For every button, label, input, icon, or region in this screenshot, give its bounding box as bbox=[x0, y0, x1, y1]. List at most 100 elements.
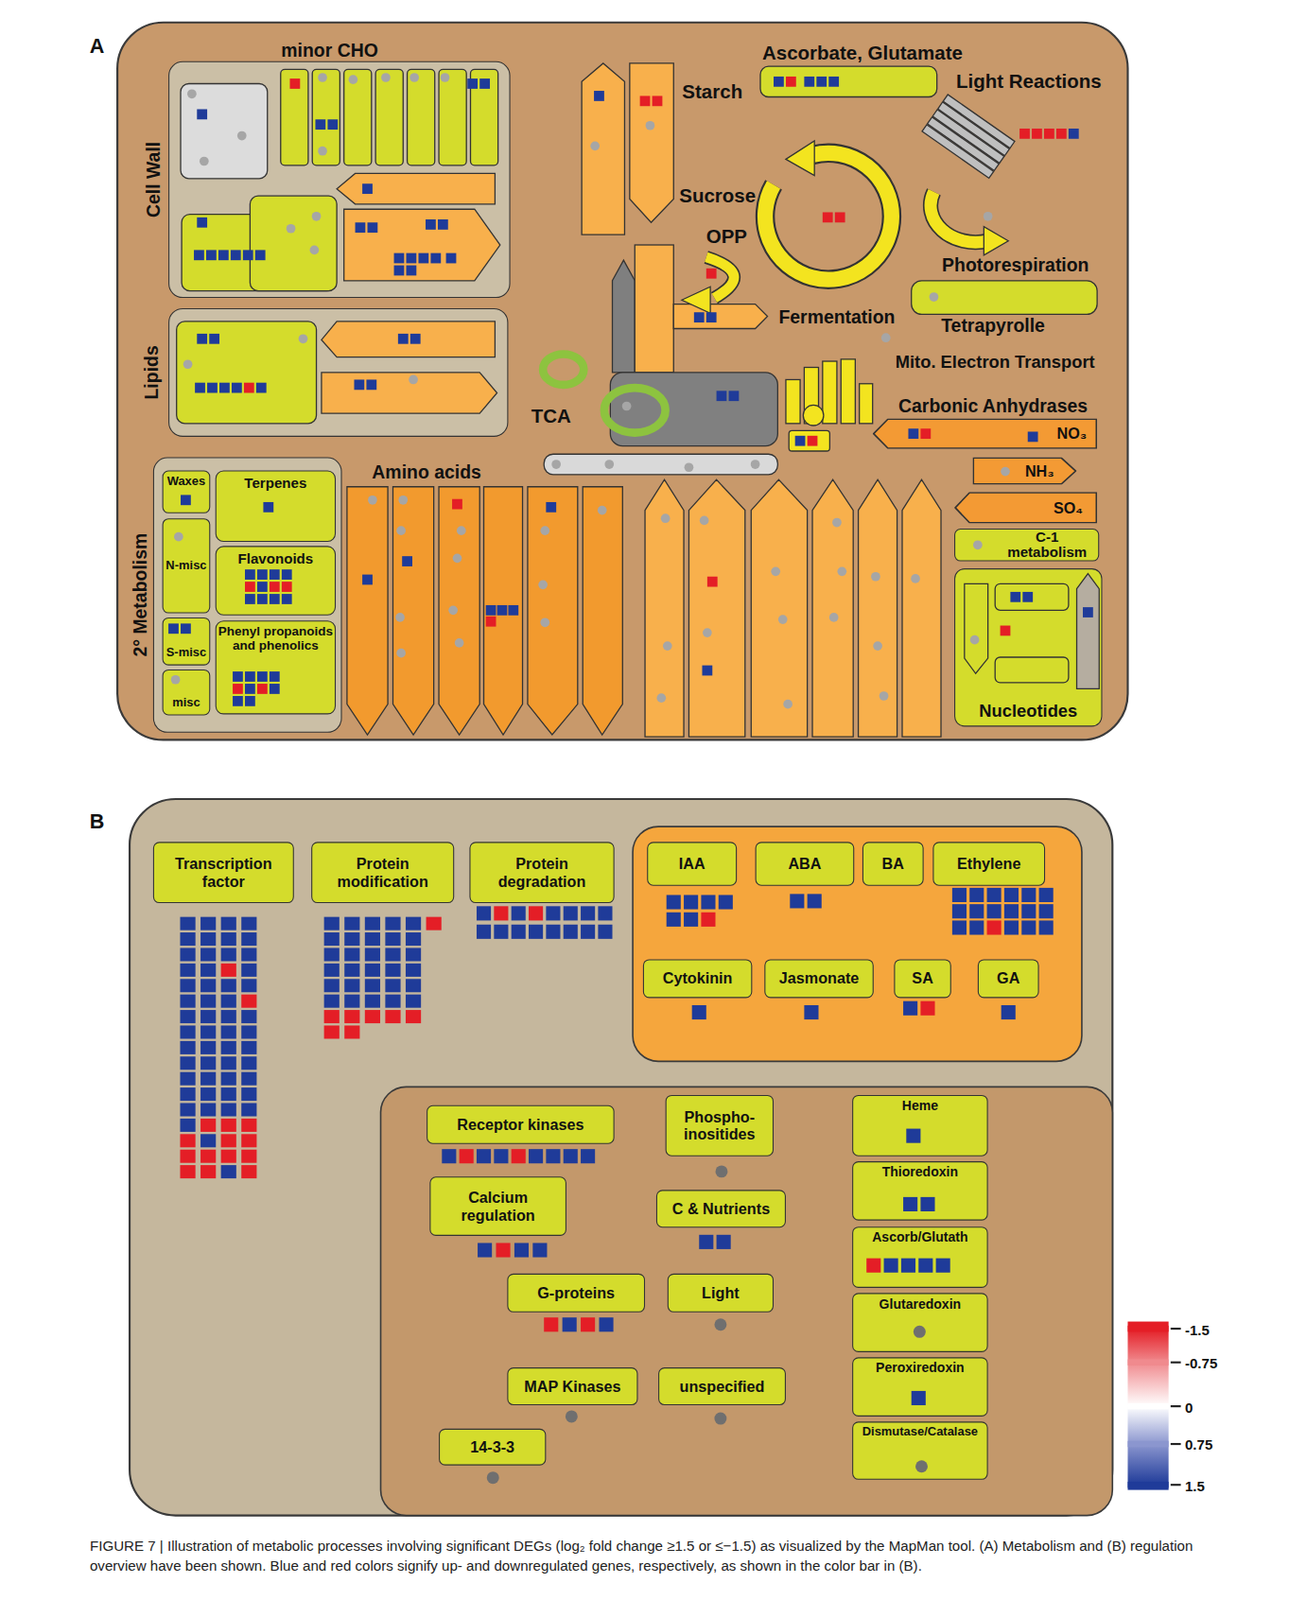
up-gene-square bbox=[365, 947, 381, 961]
up-gene-square bbox=[231, 383, 243, 394]
up-gene-square bbox=[598, 1317, 613, 1332]
category-box: Heme bbox=[852, 1095, 989, 1157]
down-gene-square bbox=[244, 581, 256, 593]
up-gene-square bbox=[405, 947, 421, 961]
up-gene-square bbox=[1022, 592, 1033, 603]
unchanged-dot bbox=[565, 1410, 578, 1423]
nucleotide-column bbox=[1077, 573, 1100, 689]
up-gene-square bbox=[168, 623, 179, 634]
down-gene-square bbox=[241, 994, 257, 1009]
box-label: Protein degradation bbox=[470, 854, 614, 890]
up-gene-square bbox=[179, 1010, 195, 1024]
down-gene-square bbox=[241, 1133, 257, 1148]
up-gene-square bbox=[196, 333, 208, 345]
up-gene-square bbox=[476, 905, 491, 921]
up-gene-square bbox=[269, 671, 280, 682]
box-label: SO₄ bbox=[1053, 499, 1083, 518]
unchanged-dot bbox=[702, 627, 713, 638]
tick-mark bbox=[1170, 1405, 1182, 1408]
up-gene-square bbox=[221, 1072, 237, 1086]
category-box: unspecified bbox=[658, 1367, 786, 1406]
box-label: Thioredoxin bbox=[882, 1165, 959, 1181]
up-gene-square bbox=[969, 888, 984, 903]
up-gene-square bbox=[476, 924, 491, 940]
up-gene-square bbox=[232, 671, 244, 682]
up-gene-square bbox=[405, 963, 421, 977]
pathway-block bbox=[344, 69, 372, 165]
unchanged-dot bbox=[832, 518, 842, 528]
up-gene-square bbox=[446, 253, 457, 264]
unchanged-dot bbox=[910, 574, 921, 584]
up-gene-square bbox=[281, 569, 293, 580]
up-gene-square bbox=[221, 917, 237, 931]
up-gene-square bbox=[324, 963, 340, 977]
up-gene-square bbox=[716, 390, 728, 401]
unchanged-dot bbox=[879, 691, 889, 701]
up-gene-square bbox=[200, 917, 216, 931]
unchanged-dot bbox=[199, 156, 210, 167]
up-gene-square bbox=[807, 893, 822, 908]
up-gene-square bbox=[580, 1149, 595, 1164]
opp-cycle-head bbox=[785, 140, 815, 176]
up-gene-square bbox=[256, 383, 267, 394]
up-gene-square bbox=[394, 265, 405, 277]
unchanged-dot bbox=[604, 459, 614, 470]
up-gene-square bbox=[1027, 431, 1039, 442]
up-gene-square bbox=[221, 1041, 237, 1055]
up-gene-square bbox=[362, 183, 373, 194]
unchanged-dot bbox=[317, 146, 328, 157]
up-gene-square bbox=[281, 593, 293, 605]
up-gene-square bbox=[987, 888, 1002, 903]
up-gene-square bbox=[179, 1041, 195, 1055]
box-label: Ethylene bbox=[957, 854, 1021, 873]
category-box: Light bbox=[667, 1273, 774, 1313]
up-gene-square bbox=[257, 671, 268, 682]
group-label: Cell Wall bbox=[143, 141, 165, 218]
up-gene-square bbox=[384, 963, 401, 977]
pathway-arrow bbox=[336, 173, 495, 204]
up-gene-square bbox=[344, 917, 360, 931]
pathway-label: Sucrose bbox=[679, 184, 756, 208]
unchanged-dot bbox=[829, 612, 839, 623]
legend-swatch bbox=[1127, 1325, 1168, 1332]
down-gene-square bbox=[543, 1317, 558, 1332]
down-gene-square bbox=[426, 917, 442, 931]
unchanged-dot bbox=[661, 513, 671, 523]
category-box: BA bbox=[862, 841, 924, 886]
up-gene-square bbox=[241, 1056, 257, 1070]
up-gene-square bbox=[580, 924, 595, 940]
amino-column bbox=[484, 487, 523, 735]
box-label: Jasmonate bbox=[779, 970, 860, 989]
down-gene-square bbox=[324, 1010, 340, 1024]
nucleotide-block bbox=[994, 657, 1069, 683]
up-gene-square bbox=[1082, 607, 1094, 618]
up-gene-square bbox=[1068, 128, 1080, 140]
up-gene-square bbox=[244, 593, 256, 605]
pathway-label: Fermentation bbox=[778, 306, 895, 328]
unchanged-dot bbox=[656, 693, 666, 703]
amino-column bbox=[902, 479, 941, 737]
box-label: GA bbox=[996, 970, 1020, 989]
up-gene-square bbox=[230, 249, 242, 261]
unchanged-dot bbox=[456, 525, 467, 536]
up-gene-square bbox=[666, 912, 681, 927]
tca-ring bbox=[542, 353, 584, 384]
box-label: Cytokinin bbox=[662, 970, 733, 989]
up-gene-square bbox=[218, 249, 229, 261]
unchanged-dot bbox=[298, 333, 309, 344]
up-gene-square bbox=[384, 994, 401, 1009]
amino-column bbox=[582, 487, 623, 735]
down-gene-square bbox=[807, 435, 819, 447]
up-gene-square bbox=[401, 556, 413, 567]
box-label: NO₃ bbox=[1057, 424, 1088, 443]
up-gene-square bbox=[324, 917, 340, 931]
up-gene-square bbox=[911, 1391, 926, 1406]
up-gene-square bbox=[244, 683, 256, 695]
amino-column bbox=[644, 479, 684, 737]
up-gene-square bbox=[803, 1005, 819, 1020]
caption-box: FIGURE 7 | Illustration of metabolic pro… bbox=[89, 1536, 1213, 1576]
unchanged-dot bbox=[312, 211, 322, 222]
mito-bar bbox=[822, 361, 837, 424]
up-gene-square bbox=[179, 1102, 195, 1116]
pathway-box: misc bbox=[162, 669, 211, 716]
